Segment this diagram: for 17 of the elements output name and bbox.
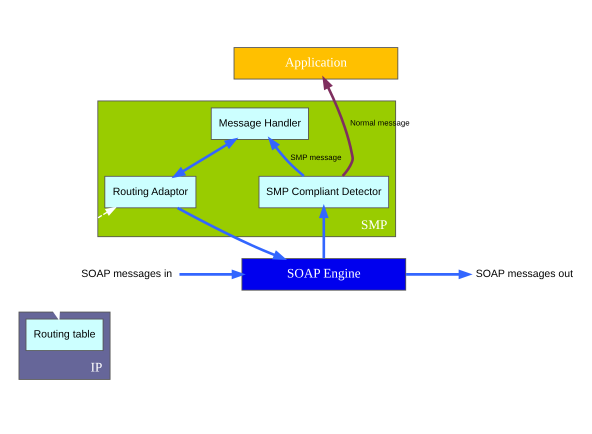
arrow (176, 206, 288, 260)
node-text: SOAP messages out (476, 268, 574, 280)
arrow (268, 136, 305, 178)
node-box: Routing table (26, 318, 104, 352)
arrow (322, 76, 354, 177)
node-box: SMP Compliant Detector (258, 176, 390, 208)
arrow (172, 138, 238, 178)
node-text: SOAP messages in (81, 268, 172, 280)
node-box: Message Handler (210, 108, 309, 140)
node-box: Application (234, 47, 398, 80)
node-box: SOAP Engine (241, 258, 406, 291)
arrow (406, 269, 473, 280)
arrow (318, 204, 329, 258)
edge-label: SMP message (290, 152, 342, 162)
arrow (52, 206, 117, 321)
node-box: Routing Adaptor (104, 176, 196, 208)
arrow (179, 269, 246, 280)
